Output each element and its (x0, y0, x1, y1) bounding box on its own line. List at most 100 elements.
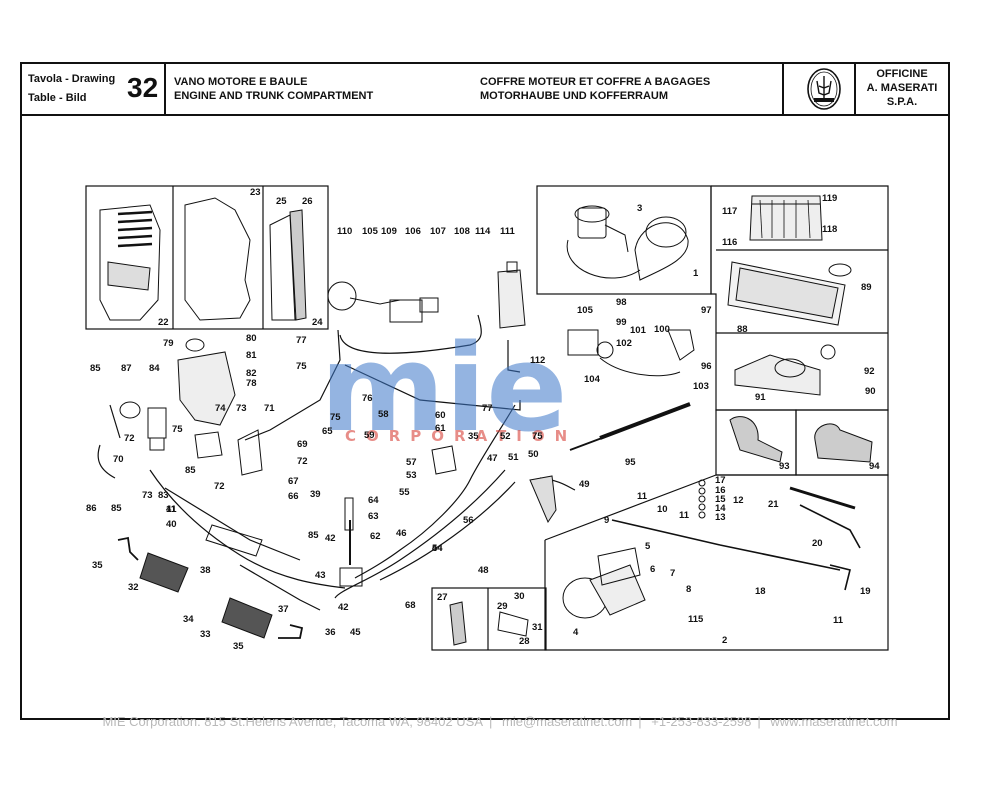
tube-part-104 (599, 357, 681, 377)
callout-91: 91 (755, 392, 766, 403)
lamp-part-90 (734, 344, 836, 396)
callout-85-mid: 85 (185, 465, 196, 476)
callout-68: 68 (405, 600, 416, 611)
callout-75-b: 75 (330, 412, 341, 423)
callout-1: 1 (693, 268, 699, 279)
callout-87: 87 (121, 363, 132, 374)
callout-75-d: 75 (532, 431, 543, 442)
callout-3: 3 (637, 203, 642, 214)
callout-18: 18 (755, 586, 766, 597)
callout-2: 2 (722, 635, 727, 646)
callout-55: 55 (399, 487, 410, 498)
callout-109: 109 (381, 226, 397, 237)
callout-104: 104 (584, 374, 601, 385)
footer-website[interactable]: www.maseratinet.com (770, 714, 898, 729)
washer-reservoir-part-78 (177, 338, 236, 426)
watermark-subtitle: CORPORATION (345, 427, 577, 445)
mat-part-33 (221, 597, 273, 639)
callout-117: 117 (722, 206, 737, 217)
callout-85-right: 85 (308, 530, 319, 541)
callout-114: 114 (475, 226, 491, 237)
footer-email[interactable]: mie@maseratinet.com (502, 714, 633, 729)
horn-part-1 (634, 216, 689, 281)
callout-29: 29 (497, 601, 508, 612)
callout-73-bottom: 73 (142, 490, 153, 501)
callout-21: 21 (768, 499, 779, 510)
callout-13: 13 (715, 512, 726, 523)
callout-119: 119 (822, 193, 837, 204)
callout-40: 40 (166, 519, 177, 530)
company-line-1: OFFICINE (876, 68, 928, 80)
bracket-part-62 (344, 497, 354, 531)
callout-86: 86 (86, 503, 97, 514)
seal-strip-part-24 (269, 209, 307, 321)
callout-9: 9 (604, 515, 609, 526)
callout-41: 41 (166, 504, 177, 515)
footer: MIE Corporation. 815 St.Helens Avenue, T… (102, 714, 898, 729)
callout-76: 76 (362, 393, 373, 404)
callout-72-left: 72 (124, 433, 135, 444)
callout-84: 84 (149, 363, 160, 374)
callout-106: 106 (405, 226, 421, 237)
callout-105-right: 105 (577, 305, 594, 316)
seal-part-93 (729, 416, 783, 463)
callout-35-bottom: 35 (233, 641, 244, 652)
callout-94: 94 (869, 461, 880, 472)
callout-75-a: 75 (296, 361, 307, 372)
callout-99: 99 (616, 317, 627, 328)
callout-88: 88 (737, 324, 748, 335)
callout-60: 60 (435, 410, 446, 421)
latch-part-53 (431, 445, 457, 475)
callout-37: 37 (278, 604, 289, 615)
callout-31: 31 (532, 622, 543, 633)
callout-82: 82 (246, 368, 257, 379)
callout-108: 108 (454, 226, 470, 237)
company-line-3: S.P.A. (886, 96, 918, 108)
wiper-arm-part-20 (789, 486, 861, 549)
callout-107: 107 (430, 226, 446, 237)
callout-112: 112 (530, 355, 545, 366)
callout-11-left: 11 (166, 504, 177, 515)
callout-72-mid: 72 (214, 481, 225, 492)
callout-44: 44 (432, 543, 443, 554)
callout-103: 103 (693, 381, 709, 392)
callout-59: 59 (364, 430, 375, 441)
bracket-part-38 (205, 524, 263, 557)
watermark: mie CORPORATION (320, 320, 577, 459)
callout-56: 56 (463, 515, 474, 526)
callout-47: 47 (487, 453, 498, 464)
callout-115: 115 (688, 614, 704, 625)
callout-93: 93 (779, 461, 790, 472)
callout-39: 39 (310, 489, 321, 500)
callout-77-left: 77 (296, 335, 307, 346)
callout-116: 116 (722, 237, 737, 248)
footer-phone: +1-253-833-2598 (651, 714, 752, 729)
callout-35-mid: 35 (468, 431, 479, 442)
bracket-part-96 (667, 329, 695, 361)
panel-part-23 (184, 197, 251, 321)
mat-part-32 (139, 552, 189, 593)
callout-8: 8 (686, 584, 691, 595)
light-housing-part-88 (727, 261, 846, 326)
callout-66: 66 (288, 491, 299, 502)
bracket-part-69 (237, 429, 263, 476)
panel-frames (85, 185, 889, 651)
callout-98: 98 (616, 297, 627, 308)
callout-85-left: 85 (111, 503, 122, 514)
valve-part-105 (567, 329, 614, 359)
callout-4: 4 (573, 627, 579, 638)
callout-42-top: 42 (325, 533, 336, 544)
callout-92: 92 (864, 366, 875, 377)
callout-83: 83 (158, 490, 169, 501)
callout-42-bottom: 42 (338, 602, 349, 613)
motor-part-74 (194, 431, 223, 459)
callout-11-right: 11 (833, 615, 844, 626)
callout-90: 90 (865, 386, 876, 397)
callout-81: 81 (246, 350, 257, 361)
callout-48: 48 (478, 565, 489, 576)
callout-50: 50 (528, 449, 539, 460)
pump-part-87 (119, 401, 141, 419)
callout-12: 12 (733, 495, 744, 506)
company-line-2: A. MASERATI (866, 82, 938, 94)
wiper-motor-part-4 (562, 547, 646, 619)
